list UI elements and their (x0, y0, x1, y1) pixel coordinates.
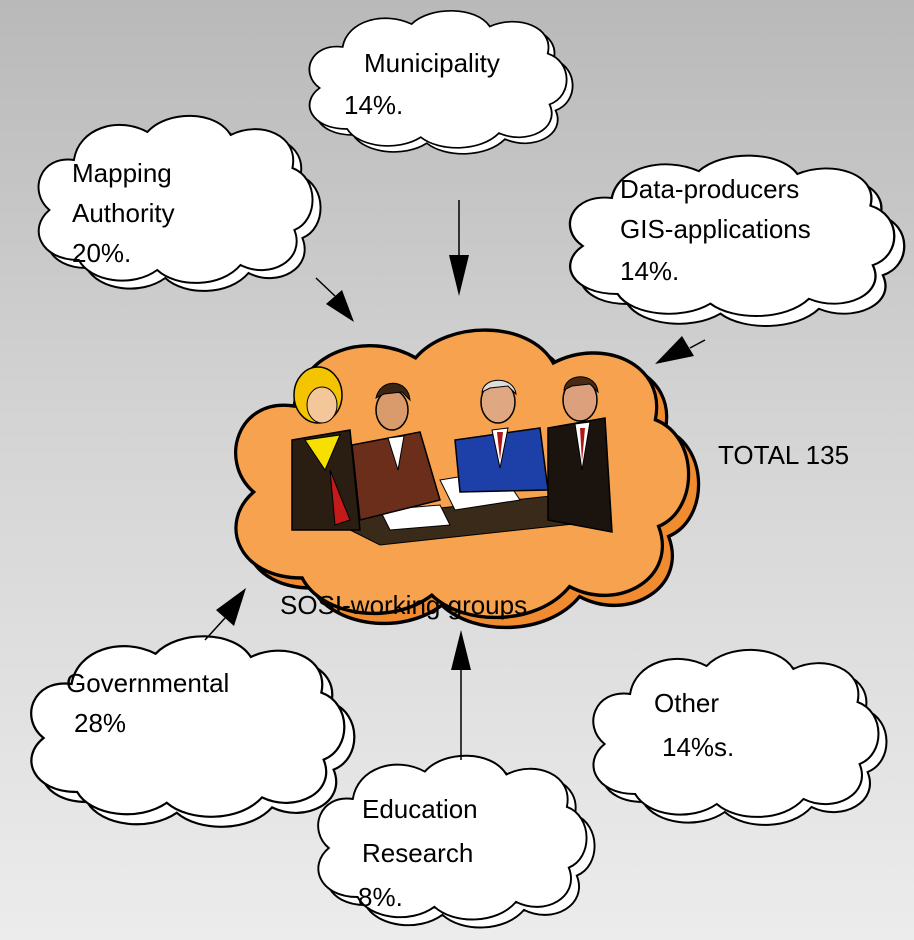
cloud-education-line-1: Education (362, 794, 478, 824)
cloud-municipality-line-2: 14%. (344, 90, 403, 120)
cloud-mapping-authority-line-1: Mapping (72, 158, 172, 188)
center-label: SOSI-working groups (280, 590, 527, 620)
arrow-education (451, 630, 471, 760)
cloud-data-producers-line-3: 14%. (620, 256, 679, 286)
person-man-brown (351, 382, 441, 521)
cloud-mapping-authority-line-3: 20%. (72, 238, 131, 268)
cloud-mapping-authority: Mapping Authority 20%. (37, 114, 322, 292)
person-woman (291, 366, 361, 531)
cloud-other: Other 14%s. (592, 648, 888, 826)
cloud-governmental-line-2: 28% (74, 708, 126, 738)
cloud-education-line-3: 8%. (358, 882, 403, 912)
arrow-data-producers (655, 336, 706, 364)
cloud-data-producers: Data-producers GIS-applications 14%. (568, 154, 906, 327)
cloud-municipality-line-1: Municipality (364, 48, 500, 78)
cloud-data-producers-line-1: Data-producers (620, 174, 799, 204)
cloud-municipality: Municipality 14%. (308, 9, 574, 155)
arrow-governmental (204, 588, 246, 641)
cloud-governmental-line-1: Governmental (66, 668, 229, 698)
person-man-blue (454, 379, 549, 493)
cloud-other-line-2: 14%s. (662, 732, 734, 762)
cloud-education-line-2: Research (362, 838, 473, 868)
cloud-education: Education Research 8%. (317, 754, 596, 929)
cloud-mapping-authority-line-2: Authority (72, 198, 175, 228)
cloud-other-line-1: Other (654, 688, 719, 718)
cloud-governmental: Governmental 28% (30, 635, 356, 828)
arrow-mapping-authority (315, 277, 354, 322)
arrow-municipality (449, 200, 469, 296)
meeting-clipart (291, 366, 613, 546)
total-label: TOTAL 135 (718, 440, 849, 470)
cloud-data-producers-line-2: GIS-applications (620, 214, 811, 244)
person-man-right (547, 376, 613, 533)
